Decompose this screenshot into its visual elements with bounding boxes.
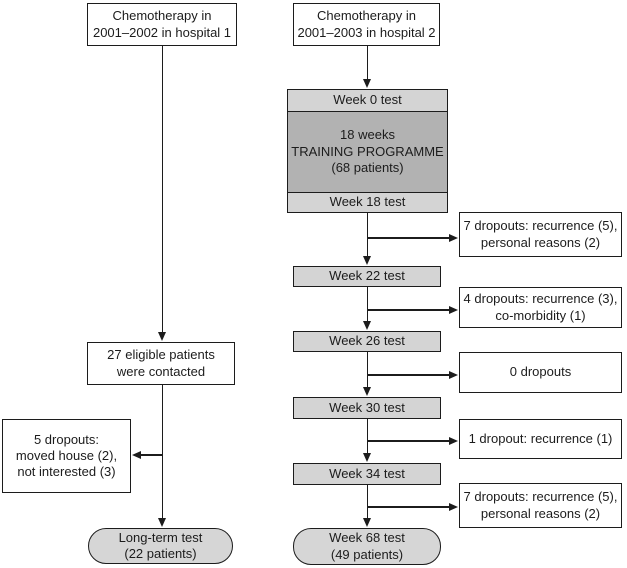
connector-line: [366, 485, 368, 519]
node-chemo-hospital-1: Chemotherapy in 2001–2002 in hospital 1: [87, 3, 237, 46]
arrowhead-left-icon: [132, 450, 141, 459]
connector-line: [366, 352, 368, 388]
connector-line: [367, 506, 449, 508]
node-week0-test: Week 0 test: [333, 92, 402, 108]
node-training-block: Week 0 test 18 weeks TRAINING PROGRAMME …: [287, 89, 448, 213]
node-week22-test: Week 22 test: [293, 266, 441, 287]
arrowhead-right-icon: [449, 233, 458, 242]
connector-line: [366, 46, 368, 80]
node-chemo-hospital-2: Chemotherapy in 2001–2003 in hospital 2: [293, 3, 440, 46]
connector-line: [141, 454, 162, 456]
node-dropouts-week34: 7 dropouts: recurrence (5), personal rea…: [459, 483, 622, 528]
arrowhead-right-icon: [449, 502, 458, 511]
connector-line: [366, 287, 368, 322]
arrowhead-down-icon: [362, 79, 371, 88]
node-dropouts-week22: 4 dropouts: recurrence (3), co-morbidity…: [459, 287, 622, 328]
connector-line: [367, 309, 449, 311]
connector-line: [161, 385, 163, 519]
node-training-programme: 18 weeks TRAINING PROGRAMME (68 patients…: [288, 111, 447, 193]
node-week26-test: Week 26 test: [293, 331, 441, 352]
connector-line: [367, 440, 449, 442]
arrowhead-down-icon: [157, 518, 166, 527]
connector-line: [366, 419, 368, 454]
node-week68-test: Week 68 test (49 patients): [293, 528, 441, 565]
node-week18-test: Week 18 test: [329, 194, 406, 210]
arrowhead-down-icon: [362, 256, 371, 265]
node-dropouts-week18: 7 dropouts: recurrence (5), personal rea…: [459, 212, 622, 257]
arrowhead-down-icon: [362, 387, 371, 396]
node-dropouts-week30: 1 dropout: recurrence (1): [459, 419, 622, 459]
node-week30-test: Week 30 test: [293, 397, 441, 419]
node-dropouts-left: 5 dropouts: moved house (2), not interes…: [2, 419, 131, 493]
connector-line: [161, 46, 163, 333]
node-week34-test: Week 34 test: [293, 463, 441, 485]
arrowhead-down-icon: [362, 518, 371, 527]
arrowhead-right-icon: [449, 370, 458, 379]
node-eligible-patients: 27 eligible patients were contacted: [87, 342, 235, 385]
node-long-term-test: Long-term test (22 patients): [88, 528, 233, 564]
arrowhead-down-icon: [362, 321, 371, 330]
arrowhead-right-icon: [449, 305, 458, 314]
connector-line: [367, 237, 449, 239]
connector-line: [367, 374, 449, 376]
connector-line: [366, 213, 368, 257]
arrowhead-down-icon: [362, 453, 371, 462]
node-dropouts-week26: 0 dropouts: [459, 352, 622, 393]
arrowhead-down-icon: [157, 332, 166, 341]
arrowhead-right-icon: [449, 436, 458, 445]
